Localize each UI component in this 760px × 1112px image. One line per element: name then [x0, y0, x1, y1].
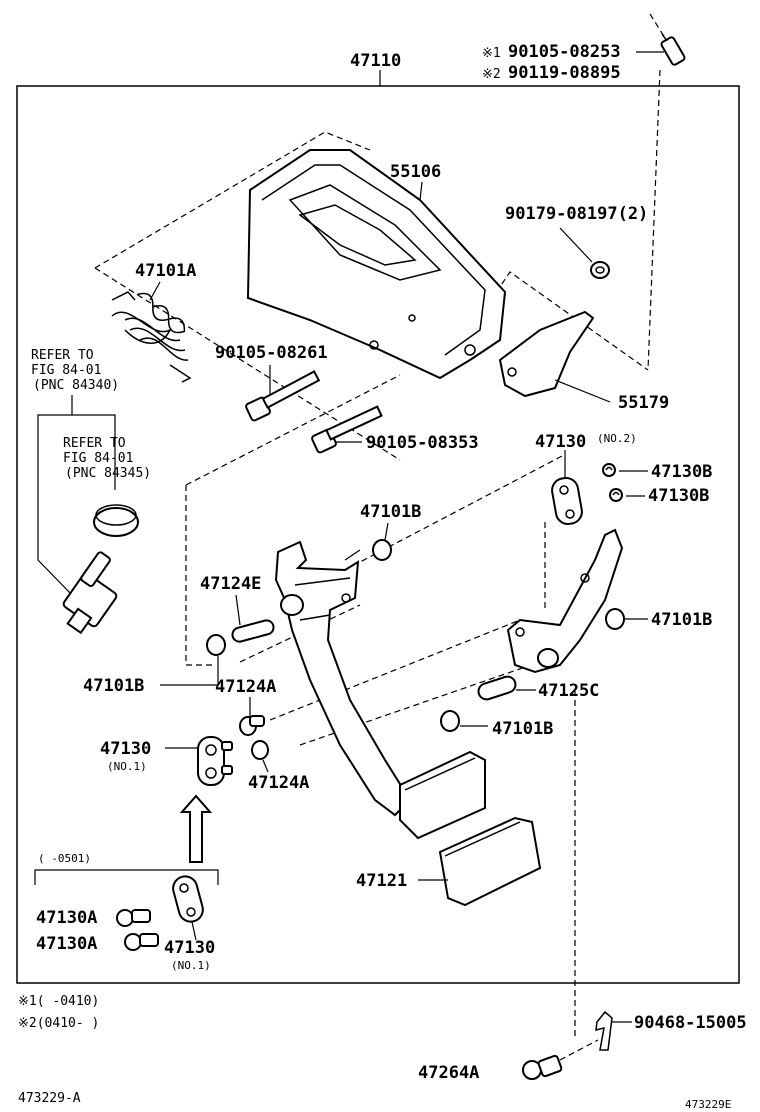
pedal-bracket-icon: [246, 149, 507, 380]
label-bushing-bottom: 47101B: [492, 719, 553, 739]
label-pad: 47121: [356, 871, 407, 891]
link-no1-b-icon: [172, 875, 204, 941]
label-note-mark-1: ※1: [482, 46, 501, 61]
label-refer2-line1: REFER TO: [63, 436, 126, 451]
collar-c-icon: [477, 675, 536, 701]
label-link-no2-sub: (NO.2): [597, 432, 637, 445]
pin-a1-icon: [116, 909, 151, 927]
link-no2-icon: [551, 450, 583, 526]
bushing-top-icon: [372, 522, 392, 561]
label-bolt-a: 90105-08261: [215, 343, 328, 363]
label-collar-a2: 47124A: [248, 773, 309, 793]
label-refer1-line1: REFER TO: [31, 348, 94, 363]
bushing-right-icon: [605, 608, 648, 630]
label-note-2: ※2(0410- ): [18, 1016, 99, 1031]
label-collar-c: 47125C: [538, 681, 599, 701]
label-link-no1-b-sub: (NO.1): [171, 959, 211, 972]
label-link-no1-sub: (NO.1): [107, 760, 147, 773]
bushing-left-icon: [160, 634, 226, 686]
link-no1-icon: [165, 736, 233, 786]
footer-left-code: 473229-A: [18, 1091, 81, 1106]
label-assembly: 47110: [350, 51, 401, 71]
bolt-a-icon: [245, 365, 321, 422]
label-nut: 90179-08197(2): [505, 204, 648, 224]
label-bolt-top-2: 90119-08895: [508, 63, 621, 83]
label-range: ( -0501): [38, 852, 91, 865]
bushing-bottom-icon: [440, 710, 488, 732]
stopper-plate-icon: [498, 310, 611, 403]
label-pin-a2: 47130A: [36, 934, 97, 954]
label-bushing-top: 47101B: [360, 502, 421, 522]
label-bushing-right: 47101B: [651, 610, 712, 630]
link-bracket-icon: [506, 528, 624, 674]
label-pin-a1: 47130A: [36, 908, 97, 928]
label-collar-a1: 47124A: [215, 677, 276, 697]
top-bolt-icon: [660, 33, 686, 66]
switch-cap-icon: [93, 504, 139, 537]
label-hair-pin: 90468-15005: [634, 1013, 747, 1033]
label-link-no1-b: 47130: [164, 938, 215, 958]
pedal-pad-icon: [418, 816, 542, 907]
label-pin-bottom: 47264A: [418, 1063, 479, 1083]
brake-pedal-arm-icon: [274, 540, 412, 817]
label-bolt-b: 90105-08353: [366, 433, 479, 453]
clip-b2-icon: [609, 488, 645, 502]
label-bushing-left: 47101B: [83, 676, 144, 696]
hair-pin-icon: [595, 1010, 632, 1051]
label-bracket: 55106: [390, 162, 441, 182]
label-bolt-top-1: 90105-08253: [508, 42, 621, 62]
collar-e-icon: [231, 594, 275, 643]
label-refer2-line2: FIG 84-01: [63, 451, 133, 466]
footer-right-code: 473229E: [685, 1098, 731, 1111]
pin-bottom-icon: [522, 1039, 599, 1080]
label-spring: 47101A: [135, 261, 196, 281]
label-link-no2: 47130: [535, 432, 586, 452]
assembly-frame: [16, 85, 740, 984]
label-refer2-line3: (PNC 84345): [65, 466, 151, 481]
label-plate: 55179: [618, 393, 669, 413]
pedal-foot-icon: [399, 750, 486, 840]
return-spring-icon: [111, 281, 192, 383]
label-clip-b1: 47130B: [651, 462, 712, 482]
pin-a2-icon: [124, 933, 159, 951]
stop-lamp-switch-icon: [62, 551, 118, 635]
bolt-b-icon: [311, 405, 383, 454]
label-note-mark-2: ※2: [482, 67, 501, 82]
label-collar-e: 47124E: [200, 574, 261, 594]
collar-a1-icon: [239, 697, 265, 736]
clip-b1-icon: [602, 463, 648, 477]
label-clip-b2: 47130B: [648, 486, 709, 506]
nut-icon: [559, 227, 610, 279]
label-refer1-line3: (PNC 84340): [33, 378, 119, 393]
label-note-1: ※1( -0410): [18, 994, 99, 1009]
collar-a2-icon: [251, 740, 269, 773]
label-link-no1: 47130: [100, 739, 151, 759]
label-refer1-line2: FIG 84-01: [31, 363, 101, 378]
arrow-up-icon: [179, 794, 213, 863]
